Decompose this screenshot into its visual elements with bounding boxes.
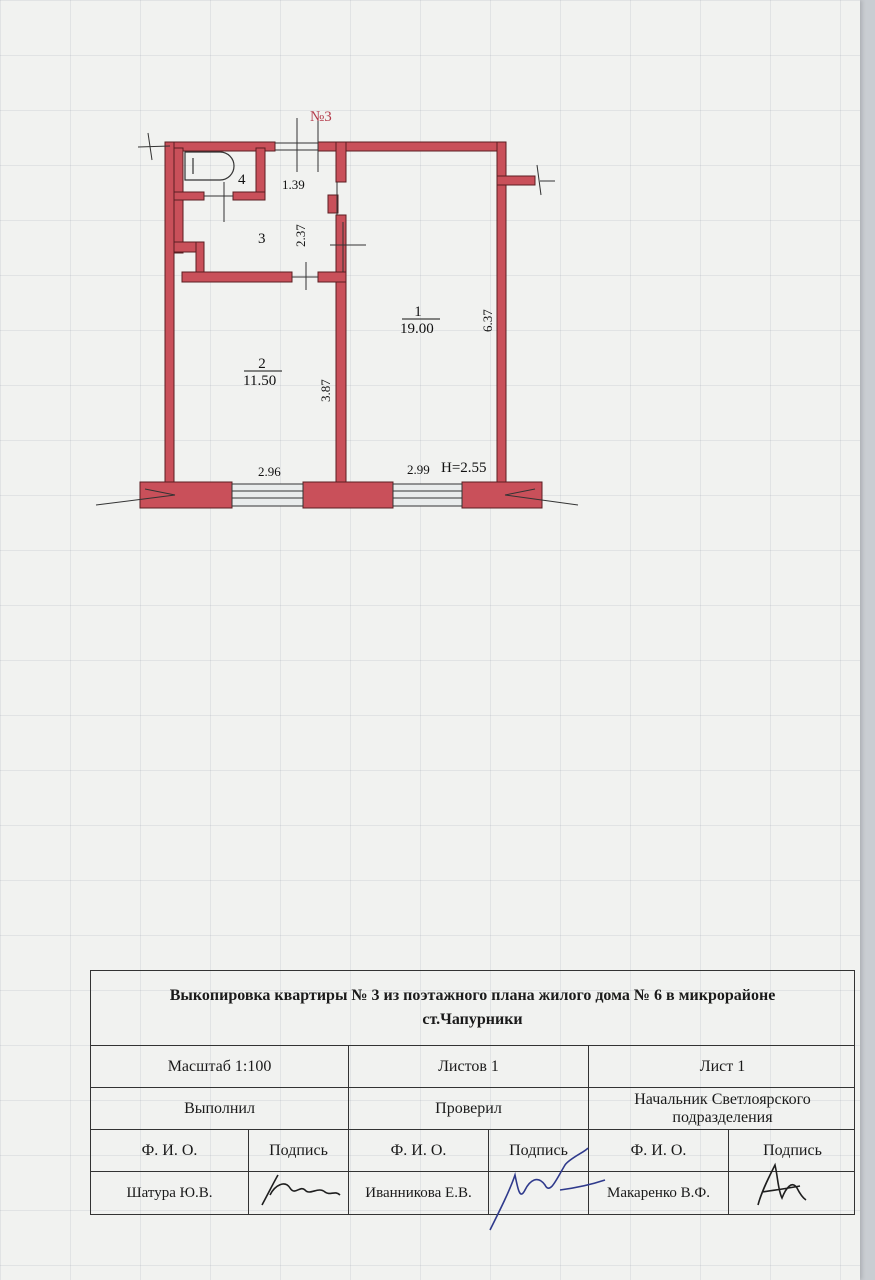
window-room2	[231, 483, 304, 507]
performed-cell: Выполнил	[91, 1088, 349, 1129]
checker-signature-cell	[489, 1172, 589, 1214]
title-row: Выкопировка квартиры № 3 из поэтажного п…	[91, 971, 854, 1046]
title-block: Выкопировка квартиры № 3 из поэтажного п…	[90, 970, 855, 1215]
performer-name: Шатура Ю.В.	[91, 1172, 249, 1214]
ceiling-height: H=2.55	[441, 460, 487, 476]
wall-stub-right	[496, 175, 536, 186]
window-room1	[392, 483, 463, 507]
roles-row: Выполнил Проверил Начальник Светлоярског…	[91, 1088, 854, 1130]
chief-signature	[757, 1162, 807, 1206]
room-4-number: 4	[238, 172, 246, 188]
checked-cell: Проверил	[349, 1088, 589, 1129]
wall-niche	[327, 194, 339, 214]
performer-signature-cell	[249, 1172, 349, 1214]
dim-3-87: 3.87	[318, 379, 333, 402]
sheets-cell: Листов 1	[349, 1046, 589, 1087]
performer-signature	[261, 1174, 341, 1206]
floor-plan-drawing: №3 4 1.39 3 2.37 1 19.00 6.37 2 11.50 3.…	[95, 109, 579, 509]
floor-plan: №3 4 1.39 3 2.37 1 19.00 6.37 2 11.50 3.…	[0, 0, 875, 560]
chief-name: Макаренко В.Ф.	[589, 1172, 729, 1214]
title-line-1: Выкопировка квартиры № 3 из поэтажного п…	[169, 987, 776, 1004]
checker-signature	[489, 1147, 606, 1231]
fio-label-2: Ф. И. О.	[349, 1130, 489, 1171]
sign-label-1: Подпись	[249, 1130, 349, 1171]
dim-2-96: 2.96	[258, 464, 281, 479]
room-2-area: 11.50	[243, 373, 276, 389]
names-row: Шатура Ю.В. Иванникова Е.В. Макаренко В.…	[91, 1172, 854, 1214]
dim-6-37: 6.37	[480, 309, 495, 332]
fio-label-1: Ф. И. О.	[91, 1130, 249, 1171]
sheet-cell: Лист 1	[699, 1057, 746, 1075]
title-line-2: ст.Чапурники	[422, 1011, 523, 1028]
apartment-number: №3	[310, 109, 332, 125]
wall-bottom-middle	[302, 481, 394, 509]
room-3-number: 3	[258, 231, 266, 247]
dim-2-37: 2.37	[293, 224, 308, 247]
title-cell: Выкопировка квартиры № 3 из поэтажного п…	[91, 971, 854, 1045]
labels-row: Ф. И. О. Подпись Ф. И. О. Подпись Ф. И. …	[91, 1130, 854, 1172]
room-2-number: 2	[258, 356, 266, 372]
sign-label-2: Подпись	[489, 1130, 589, 1171]
scale-cell: Масштаб 1:100	[91, 1046, 349, 1087]
fio-label-3: Ф. И. О.	[589, 1130, 729, 1171]
bathtub-icon	[184, 151, 235, 181]
scale-row: Масштаб 1:100 Листов 1 Лист 1	[91, 1046, 854, 1088]
sign-label-3: Подпись	[763, 1141, 822, 1159]
head-cell: Начальник Светлоярского подразделения	[634, 1090, 811, 1126]
wall-bottom-left	[139, 481, 233, 509]
room-1-number: 1	[414, 304, 422, 320]
dim-1-39: 1.39	[282, 177, 305, 192]
checker-name: Иванникова Е.В.	[349, 1172, 489, 1214]
dim-2-99: 2.99	[407, 462, 430, 477]
wall-middle-upper	[335, 141, 347, 183]
room-1-area: 19.00	[400, 321, 434, 337]
